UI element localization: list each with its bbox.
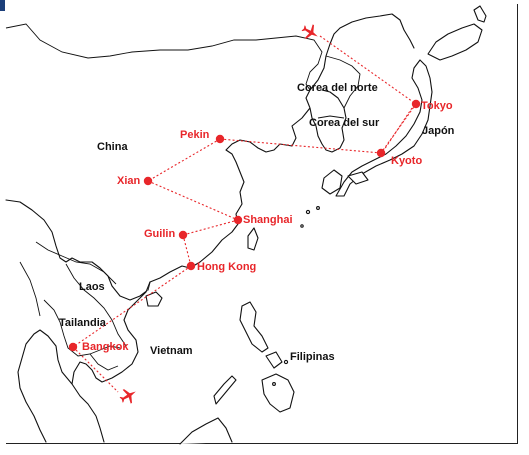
map-frame	[6, 4, 518, 444]
route-segment-xian-shanghai	[147, 180, 239, 221]
city-marker-tokyo[interactable]	[411, 99, 421, 109]
border-korea-dmz	[317, 115, 345, 119]
sakhalin-island	[473, 5, 487, 23]
islet	[283, 359, 289, 365]
city-label-hong-kong: Hong Kong	[197, 261, 257, 273]
border-myanmar	[19, 261, 41, 317]
islet	[305, 209, 311, 215]
city-label-bangkok: Bangkok	[82, 341, 129, 353]
taiwan-island	[247, 227, 259, 251]
corner-mark	[0, 0, 5, 11]
korea-coastline	[309, 89, 347, 153]
country-label-thailand: Tailandia	[59, 317, 106, 329]
route-segment-kyoto-pekin	[219, 138, 382, 154]
country-label-laos: Laos	[79, 281, 105, 293]
city-marker-guilin[interactable]	[178, 230, 188, 240]
route-segment-tokyo-kyoto	[380, 103, 417, 154]
border-laos	[65, 263, 127, 347]
city-label-xian: Xian	[117, 175, 141, 187]
border-china-russia	[325, 55, 361, 109]
border-cambodia	[89, 353, 119, 371]
philippines-mindanao	[261, 373, 295, 413]
philippines-palawan	[213, 375, 237, 405]
border-china-indochina	[35, 241, 117, 285]
country-label-china: China	[97, 141, 128, 153]
border-china-mongolia	[5, 23, 323, 91]
route-segment-guilin-hong-kong	[182, 234, 192, 267]
country-label-vietnam: Vietnam	[150, 345, 193, 357]
city-label-guilin: Guilin	[144, 228, 176, 240]
route-segment-shanghai-guilin	[182, 219, 239, 236]
islet	[272, 382, 276, 386]
city-marker-kyoto[interactable]	[376, 148, 386, 158]
gulf-coast	[17, 329, 73, 443]
islet	[300, 224, 304, 228]
route-segment-hong-kong-bangkok	[72, 265, 192, 348]
islet	[316, 206, 320, 210]
borneo-coastline	[179, 417, 233, 445]
japan-hokkaido	[427, 23, 483, 61]
city-marker-hong-kong[interactable]	[186, 261, 196, 271]
philippines-visayas	[265, 351, 283, 369]
airplane-icon	[300, 22, 320, 42]
mainland-coastline	[5, 13, 415, 301]
border-thailand	[43, 299, 121, 357]
route-segment-tokyo-kyoto-alt	[383, 107, 413, 151]
route-segment-pekin-xian	[147, 138, 221, 182]
city-label-pekin: Pekin	[180, 129, 210, 141]
japan-kyushu	[321, 169, 343, 195]
city-label-shanghai: Shanghai	[243, 214, 293, 226]
city-marker-shanghai[interactable]	[233, 215, 243, 225]
country-label-north-korea: Corea del norte	[297, 82, 378, 94]
route-lines	[72, 35, 417, 393]
city-marker-xian[interactable]	[143, 176, 153, 186]
japan-shikoku	[347, 171, 369, 185]
indochina-coastline	[71, 281, 151, 443]
philippines-luzon	[239, 301, 269, 353]
country-label-philippines: Filipinas	[290, 351, 335, 363]
country-label-south-korea: Corea del sur	[309, 117, 380, 129]
city-label-kyoto: Kyoto	[391, 155, 423, 167]
route-segment-arrival	[319, 35, 417, 105]
city-markers	[68, 99, 421, 352]
hainan-island	[145, 291, 163, 307]
city-marker-bangkok[interactable]	[68, 342, 78, 352]
airplane-icon	[118, 386, 138, 406]
country-label-japan: Japón	[422, 125, 455, 137]
city-label-tokyo: Tokyo	[421, 100, 453, 112]
city-marker-pekin[interactable]	[215, 134, 225, 144]
